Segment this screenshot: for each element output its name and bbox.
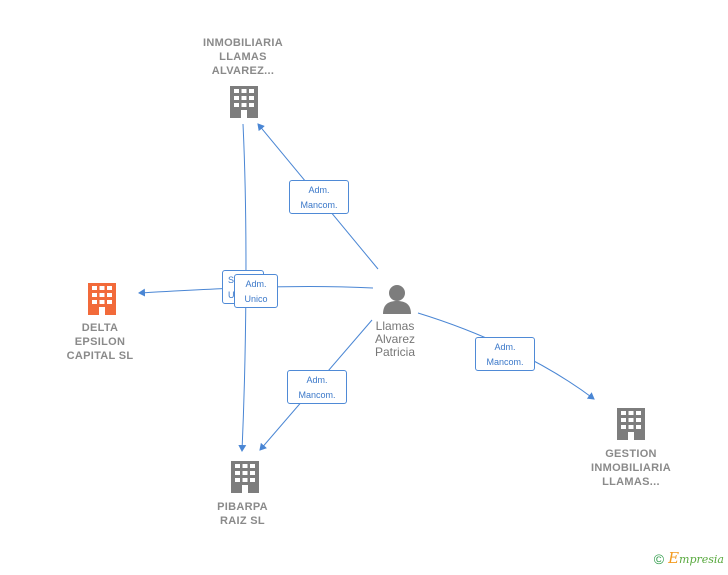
node-label-gestion-inmobiliaria[interactable]: GESTION INMOBILIARIA LLAMAS...: [591, 448, 671, 488]
building-icon[interactable]: [231, 461, 259, 493]
building-icon[interactable]: [88, 283, 116, 315]
building-icon[interactable]: [617, 408, 645, 440]
edge-label-adm-mancom-pibarpa[interactable]: Adm. Mancom.: [287, 370, 347, 404]
person-icon[interactable]: [383, 285, 411, 314]
node-label-inmobiliaria-llamas[interactable]: INMOBILIARIA LLAMAS ALVAREZ...: [203, 37, 283, 77]
building-icon[interactable]: [230, 86, 258, 118]
node-label-person[interactable]: Llamas Alvarez Patricia: [374, 319, 415, 359]
edge-label-adm-unico[interactable]: Adm. Unico: [234, 274, 278, 308]
node-label-pibarpa[interactable]: PIBARPA RAIZ SL: [217, 501, 268, 527]
brand-footer: ©Empresia: [654, 549, 724, 567]
edge-label-adm-mancom-gestion[interactable]: Adm. Mancom.: [475, 337, 535, 371]
node-label-delta-epsilon[interactable]: DELTA EPSILON CAPITAL SL: [66, 322, 134, 362]
edge-label-adm-mancom-inmobiliaria[interactable]: Adm. Mancom.: [289, 180, 349, 214]
brand-logo-initial: E: [668, 549, 680, 567]
brand-logo-text: mpresia: [679, 553, 724, 566]
copyright-icon: ©: [653, 551, 665, 567]
